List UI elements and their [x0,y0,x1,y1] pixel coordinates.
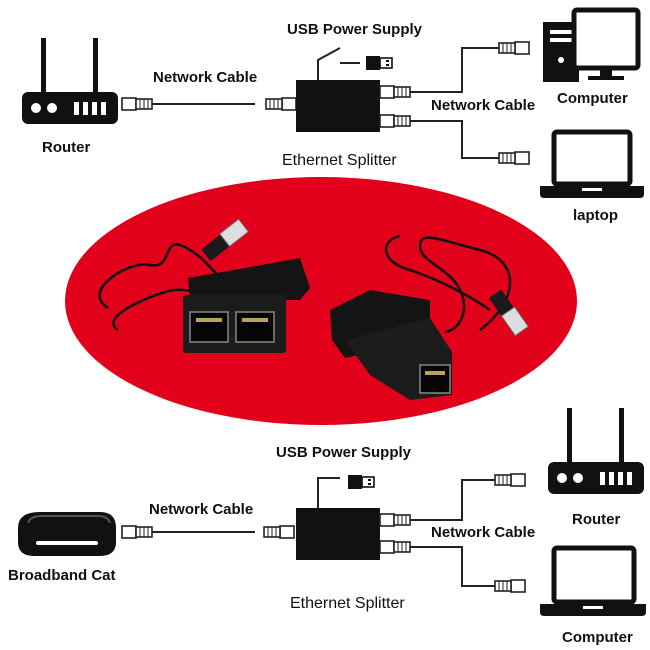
top-laptop-label: laptop [573,207,618,224]
bottom-network-cable-right-label: Network Cable [431,524,536,541]
bottom-diagram [18,408,646,616]
bottom-router-label: Router [572,511,621,528]
bottom-computer-label: Computer [562,629,633,646]
modem-icon [18,512,116,556]
ethernet-splitter-icon [296,47,393,132]
splitter-front-image [98,218,310,353]
bottom-network-cable-left-label: Network Cable [149,501,254,518]
top-usb-power-label: USB Power Supply [287,21,423,38]
bottom-router-icon [548,408,644,494]
bottom-splitter-label: Ethernet Splitter [290,595,405,612]
bottom-usb-power-label: USB Power Supply [276,444,412,461]
network-cable-left [121,97,297,111]
laptop-icon [540,129,644,198]
router-icon [22,38,118,124]
top-computer-label: Computer [557,90,628,107]
splitter-back-image [330,234,530,400]
product-photo [65,177,577,425]
bottom-network-cable-right [379,473,526,593]
bottom-laptop-icon [540,545,646,616]
bottom-network-cable-left [121,525,295,539]
bottom-ethernet-splitter-icon [296,474,380,560]
computer-icon [543,7,641,82]
top-network-cable-right-label: Network Cable [431,97,536,114]
top-router-label: Router [42,139,91,156]
network-cable-right [379,41,530,165]
bottom-modem-label: Broadband Cat [8,567,116,584]
top-network-cable-left-label: Network Cable [153,69,258,86]
top-splitter-label: Ethernet Splitter [282,152,397,169]
top-diagram [22,7,644,198]
